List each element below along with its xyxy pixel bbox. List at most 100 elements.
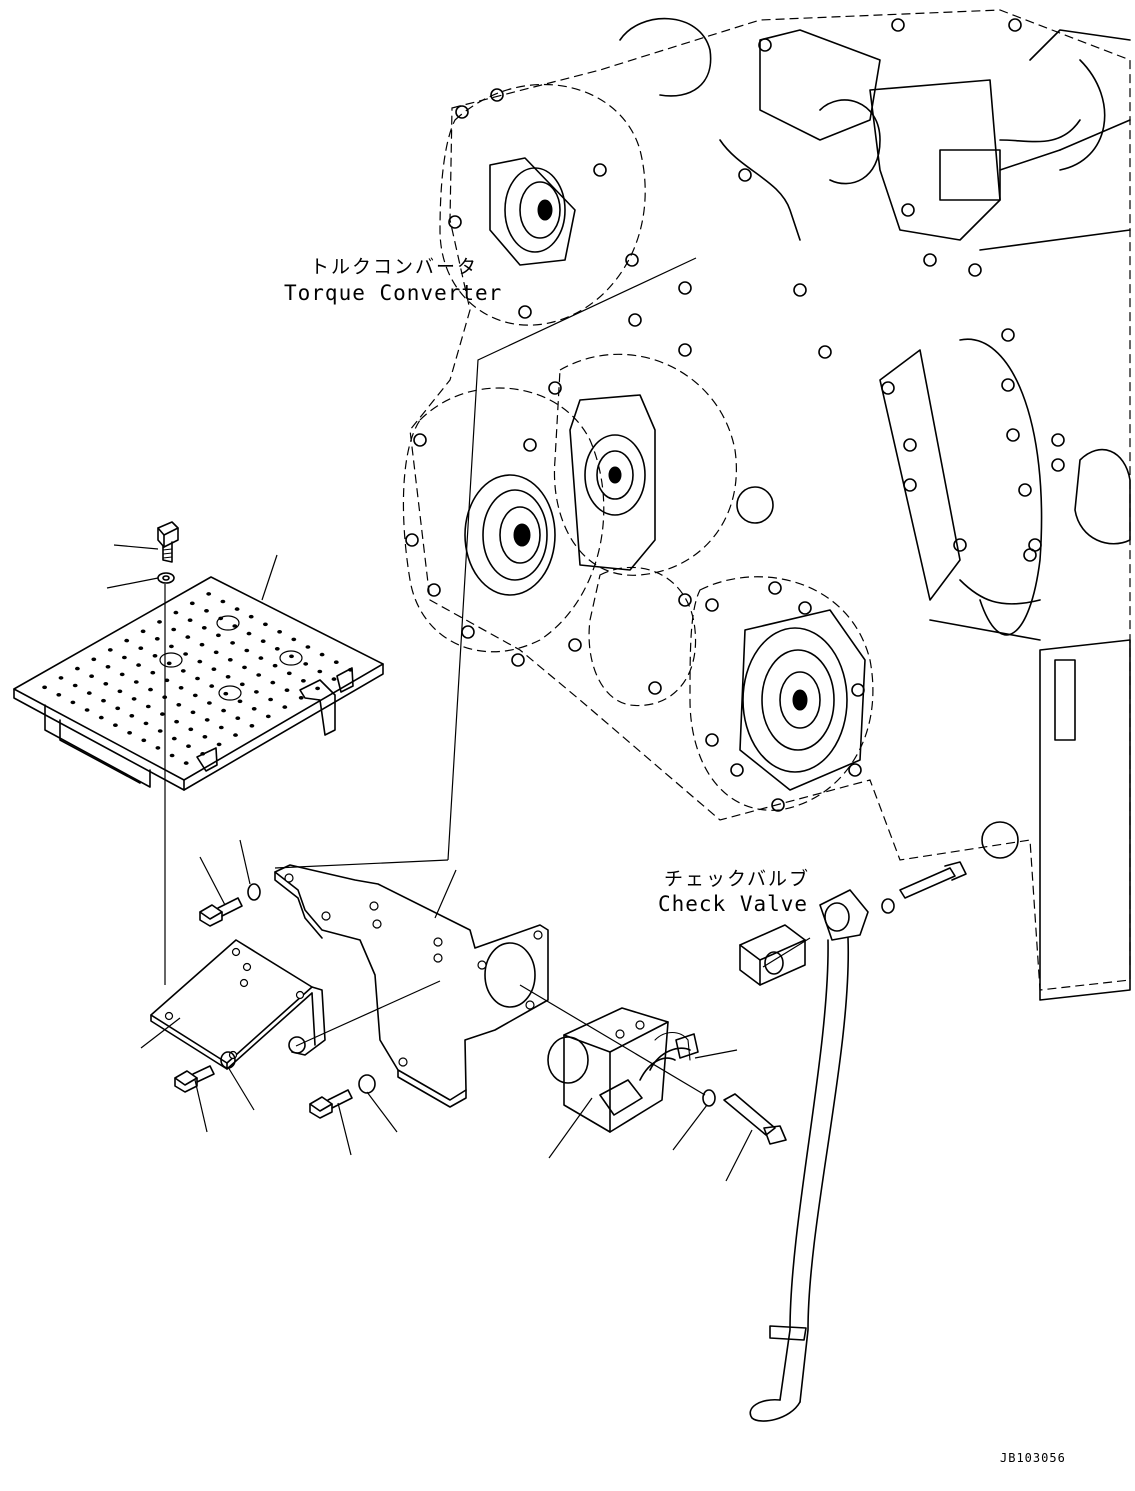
part-leaders bbox=[106, 544, 753, 1182]
perforation-hole bbox=[197, 659, 203, 664]
perforation-hole bbox=[202, 735, 208, 739]
perforation-hole bbox=[56, 693, 62, 697]
perforation-hole bbox=[169, 753, 175, 758]
perforation-hole bbox=[107, 648, 113, 652]
drawing-number: JB103056 bbox=[1000, 1451, 1066, 1465]
bolt-lower-middle bbox=[309, 1089, 353, 1119]
perforation-hole bbox=[286, 671, 292, 676]
perforation-holes bbox=[42, 592, 353, 765]
perforation-hole bbox=[319, 652, 325, 657]
perforation-hole bbox=[246, 631, 252, 636]
perforation-hole bbox=[140, 629, 146, 634]
perforation-hole bbox=[200, 752, 206, 756]
perforation-hole bbox=[129, 714, 135, 718]
perforation-hole bbox=[160, 712, 165, 716]
perforation-hole bbox=[183, 761, 189, 765]
valve-washer-lower bbox=[702, 1089, 716, 1107]
transmission-housing bbox=[402, 9, 1131, 1001]
perforation-hole bbox=[284, 688, 290, 692]
perforation-hole bbox=[256, 673, 262, 677]
perforation-hole bbox=[157, 620, 162, 624]
perforation-hole bbox=[119, 672, 125, 677]
perforation-hole bbox=[188, 727, 194, 732]
perforation-hole bbox=[199, 642, 205, 647]
perforation-hole bbox=[233, 733, 238, 737]
perforation-hole bbox=[242, 665, 247, 670]
cover-washer bbox=[157, 572, 175, 584]
perforation-hole bbox=[204, 718, 210, 722]
perforation-hole bbox=[225, 675, 231, 679]
perforation-hole bbox=[258, 656, 264, 660]
perforation-hole bbox=[157, 729, 163, 733]
perforation-hole bbox=[213, 650, 219, 655]
perforation-hole bbox=[171, 627, 177, 632]
perforation-hole bbox=[185, 635, 191, 639]
perforation-hole bbox=[155, 746, 161, 750]
perforation-hole bbox=[127, 731, 132, 735]
perforation-hole bbox=[265, 714, 271, 719]
output-flange-upper bbox=[489, 157, 576, 266]
perforation-hole bbox=[268, 697, 273, 702]
perforation-hole bbox=[150, 670, 156, 675]
perforation-hole bbox=[201, 626, 207, 630]
perforation-hole bbox=[232, 624, 238, 628]
perforation-hole bbox=[249, 724, 255, 728]
perforation-hole bbox=[189, 601, 195, 606]
perforation-hole bbox=[211, 667, 217, 671]
drive-coupling bbox=[569, 394, 656, 571]
perforation-hole bbox=[218, 616, 224, 621]
perforation-hole bbox=[101, 698, 106, 703]
perforation-hole bbox=[105, 665, 111, 669]
perforation-hole bbox=[164, 678, 170, 683]
perforation-hole bbox=[234, 607, 240, 611]
perforation-hole bbox=[251, 707, 257, 711]
perforation-hole bbox=[315, 686, 320, 691]
cover-bolt bbox=[157, 521, 179, 563]
perforation-hole bbox=[84, 708, 90, 712]
perforation-hole bbox=[72, 683, 78, 688]
perforation-hole bbox=[218, 725, 224, 730]
perforation-hole bbox=[124, 638, 130, 643]
perforation-hole bbox=[239, 682, 245, 687]
perforation-hole bbox=[171, 736, 177, 741]
perforation-hole bbox=[298, 696, 304, 700]
bolt-upper bbox=[199, 897, 243, 927]
perforation-hole bbox=[291, 637, 297, 642]
perforation-hole bbox=[141, 738, 147, 743]
perforation-hole bbox=[42, 685, 47, 690]
perforation-hole bbox=[206, 592, 212, 596]
valve-bolt-lower bbox=[723, 1093, 787, 1145]
perforated-cover-plate bbox=[13, 576, 384, 791]
torque-converter-label-en: Torque Converter bbox=[284, 281, 502, 305]
perforation-hole bbox=[173, 610, 179, 615]
perforation-hole bbox=[248, 614, 254, 619]
check-valve-leader bbox=[762, 937, 811, 968]
perforation-hole bbox=[260, 639, 266, 643]
perforation-hole bbox=[136, 663, 142, 667]
perforation-hole bbox=[254, 690, 259, 694]
perforation-hole bbox=[277, 630, 282, 634]
output-flange-middle bbox=[464, 474, 556, 596]
perforation-hole bbox=[223, 691, 229, 696]
perforation-hole bbox=[263, 622, 268, 627]
perforation-hole bbox=[209, 684, 215, 688]
check-valve-bolt-upper bbox=[899, 861, 967, 899]
perforation-hole bbox=[235, 716, 241, 720]
perforation-hole bbox=[91, 657, 97, 662]
perforation-hole bbox=[230, 641, 236, 645]
perforation-hole bbox=[183, 652, 189, 656]
housing-bolts bbox=[405, 18, 1065, 812]
perforation-hole bbox=[227, 658, 233, 662]
hose-assembly bbox=[749, 889, 869, 1422]
perforation-hole bbox=[207, 701, 212, 705]
perforation-hole bbox=[282, 705, 288, 709]
perforation-hole bbox=[70, 700, 76, 705]
perforation-hole bbox=[331, 677, 337, 681]
check-valve-label-en: Check Valve bbox=[658, 892, 808, 916]
check-valve-washer-upper bbox=[881, 898, 895, 914]
perforation-hole bbox=[176, 703, 182, 707]
perforation-hole bbox=[221, 708, 227, 713]
perforation-hole bbox=[192, 693, 198, 698]
perforation-hole bbox=[301, 679, 306, 683]
washer-upper bbox=[247, 883, 261, 901]
